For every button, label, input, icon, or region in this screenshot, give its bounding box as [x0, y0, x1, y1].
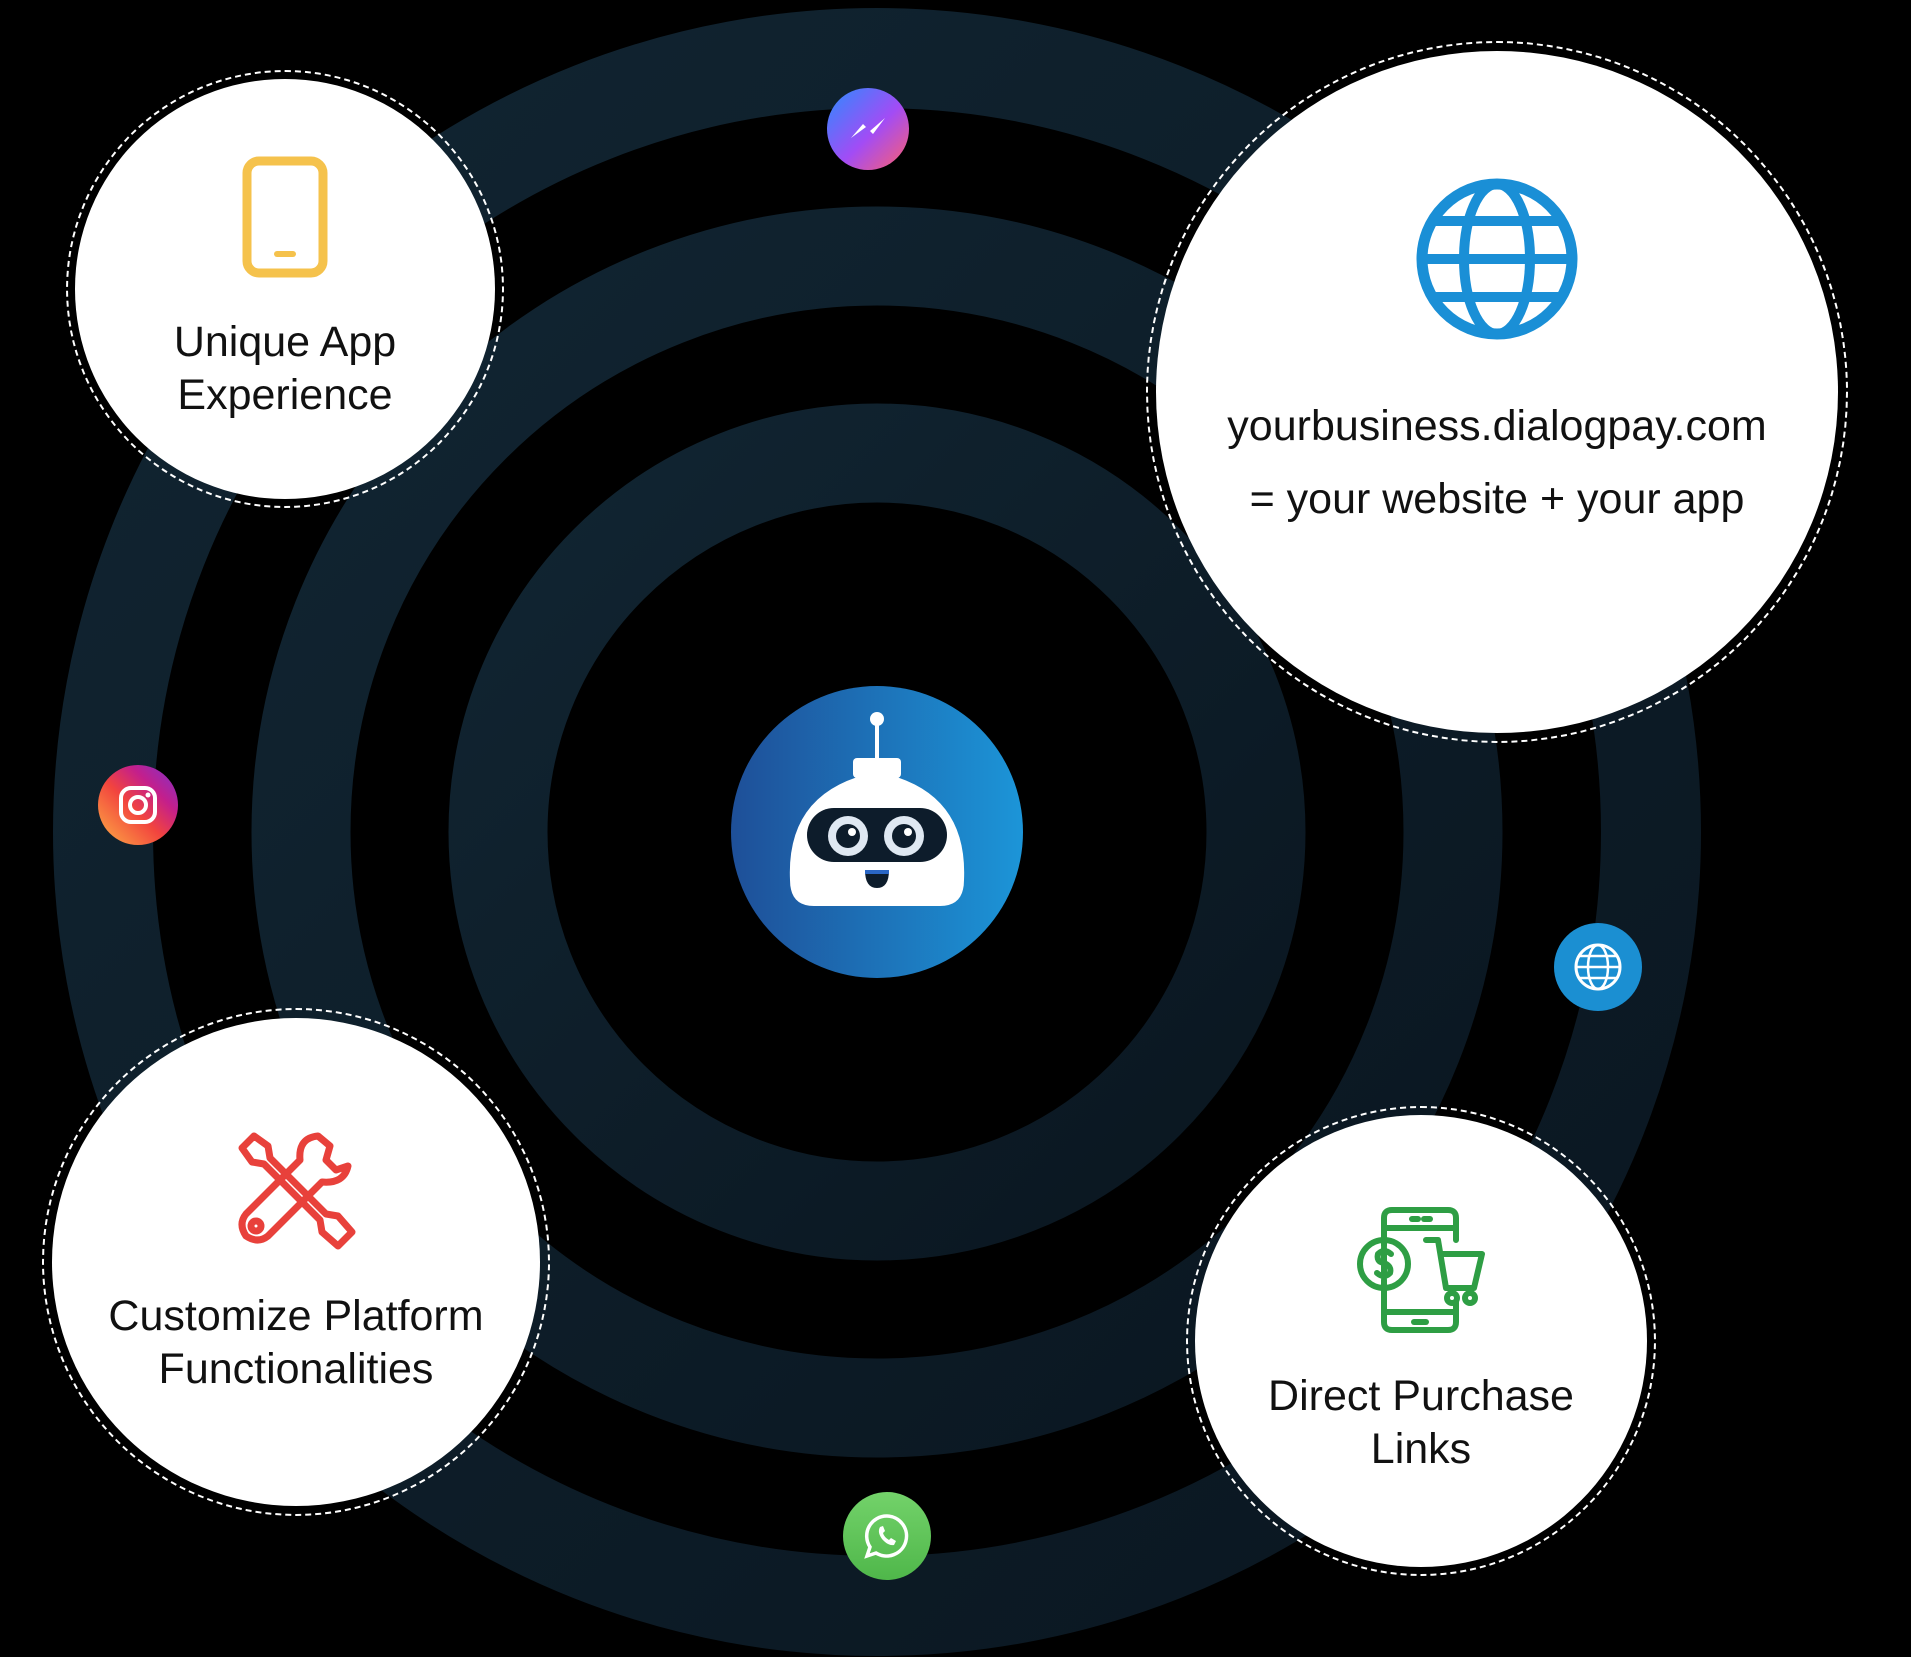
- feature-website: yourbusiness.dialogpay.com= your website…: [1156, 51, 1838, 733]
- unique-app-dashed-border: [66, 70, 504, 508]
- whatsapp-icon[interactable]: [843, 1492, 931, 1580]
- middle-ring: [251, 206, 1503, 1458]
- website-dashed-border: [1146, 41, 1848, 743]
- tools-icon: [238, 1132, 356, 1250]
- mobile-shopping-icon: [1357, 1207, 1485, 1333]
- instagram-icon[interactable]: [98, 765, 178, 845]
- smartphone-icon: [242, 156, 328, 278]
- messenger-icon[interactable]: [827, 88, 909, 170]
- chatbot-robot-icon: [731, 686, 1023, 978]
- website-www-icon[interactable]: [1554, 923, 1642, 1011]
- inner-ring: [448, 403, 1306, 1261]
- customize-dashed-border: [42, 1008, 550, 1516]
- outer-ring: [53, 8, 1701, 1656]
- direct-purchase-dashed-border: [1186, 1106, 1656, 1576]
- feature-label: yourbusiness.dialogpay.com= your website…: [1227, 402, 1767, 523]
- globe-icon: [1416, 178, 1578, 340]
